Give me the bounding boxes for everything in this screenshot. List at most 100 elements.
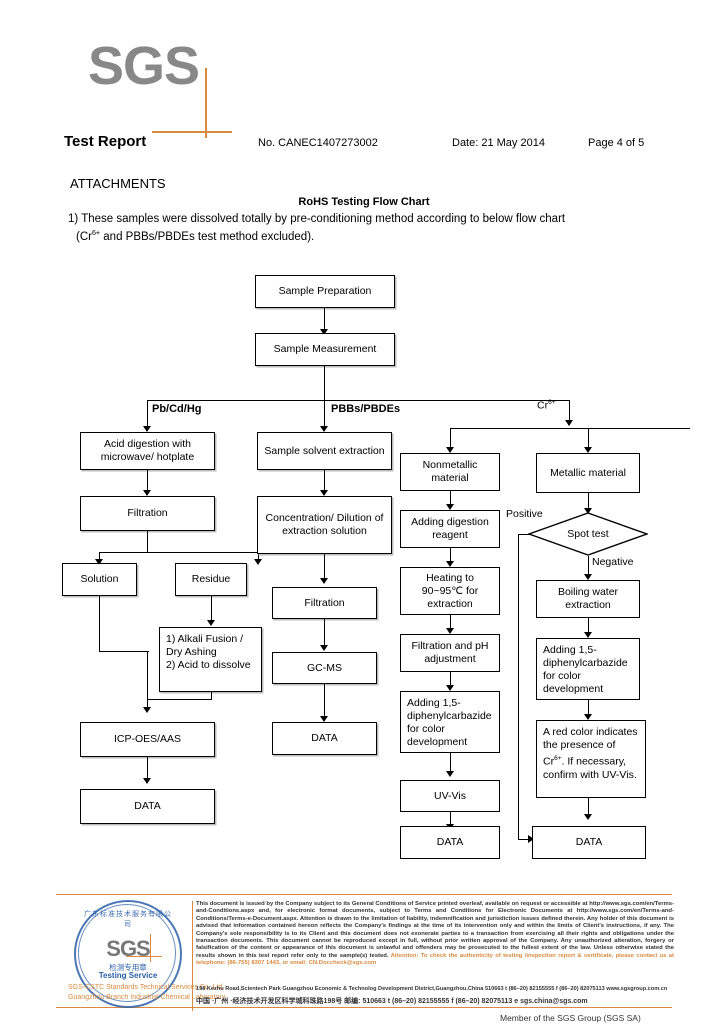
node-data-left: DATA [80, 789, 215, 824]
page-title: Test Report [64, 133, 147, 150]
connector-merge-to-icp [147, 651, 149, 711]
connector-acid-to-filtration [147, 470, 149, 494]
arrow-gcms-to-data [320, 716, 328, 722]
branch-label-cr6: Cr6+ [537, 399, 556, 412]
arrow-drop-pbbs [320, 426, 328, 432]
connector-gcms-to-data [324, 684, 326, 720]
seal-cross-horizontal [126, 956, 162, 958]
footer-top-rule [56, 894, 672, 896]
arrow-merge-to-icp [143, 707, 151, 713]
node-sample-solvent-extraction: Sample solvent extraction [257, 432, 392, 470]
node-adding-dpc-left: Adding 1,5-diphenylcarbazide for color d… [400, 691, 500, 753]
spot-test-label: Spot test [567, 528, 609, 540]
arrow-reagent-to-heating [446, 561, 454, 567]
seal-inner-ring [78, 904, 176, 1002]
connector-filtration-split [99, 552, 259, 554]
connector-dpc-to-redcolor [588, 700, 590, 718]
node-adding-digestion-reagent: Adding digestion reagent [400, 510, 500, 548]
connector-prep-to-measure [324, 308, 326, 333]
logo-vertical-rule [205, 68, 207, 138]
note-line-1: 1) These samples were dissolved totally … [68, 213, 566, 225]
report-date: Date: 21 May 2014 [452, 137, 545, 149]
node-spot-test: Spot test [528, 512, 648, 556]
arrow-dpc-to-redcolor [584, 714, 592, 720]
seal-sgs-text: SGS [106, 936, 150, 961]
connector-residue-to-alkali [211, 596, 213, 624]
arrow-dpc-to-uvvis [446, 771, 454, 777]
node-metallic-material: Metallic material [536, 453, 640, 493]
footer-address-en: 198 Kezhu Road,Scientech Park Guangzhou … [196, 986, 668, 992]
arrow-to-solution [95, 559, 103, 565]
arrow-prep-to-measure [320, 329, 328, 335]
node-alkali-fusion: 1) Alkali Fusion / Dry Ashing 2) Acid to… [159, 627, 262, 692]
node-data-cr-metal: DATA [532, 826, 646, 859]
report-number: No. CANEC1407273002 [258, 137, 378, 149]
connector-concentration-to-filtration [324, 554, 326, 582]
connector-boiling-to-dpc [588, 618, 590, 636]
note-line-2: (Cr6+ and PBBs/PBDEs test method exclude… [76, 229, 315, 243]
sgs-logo: SGS [88, 38, 232, 138]
arrow-positive-to-data [528, 835, 534, 843]
connector-redcolor-to-data [588, 798, 590, 818]
page-number: Page 4 of 5 [588, 137, 645, 149]
connector-ph-to-dpc [450, 672, 452, 688]
connector-drop-pbbs [324, 400, 326, 430]
arrow-solvent-to-concentration [320, 490, 328, 496]
connector-solvent-to-concentration [324, 470, 326, 494]
decision-label-negative: Negative [592, 556, 634, 568]
connector-solution-right [99, 651, 149, 653]
node-gc-ms: GC-MS [272, 652, 377, 684]
node-red-color-indication: A red color indicates the presence of Cr… [536, 720, 646, 798]
connector-to-solution [99, 552, 101, 562]
connector-cr6-to-metallic [588, 428, 590, 450]
attachments-heading: ATTACHMENTS [70, 176, 166, 191]
connector-dpc-to-uvvis [450, 753, 452, 775]
footer-member-text: Member of the SGS Group (SGS SA) [500, 1013, 641, 1023]
node-adding-dpc-right: Adding 1,5-diphenylcarbazide for color d… [536, 638, 640, 700]
seal-company-line-1: SGS-CSTC Standards Technical Services Co… [68, 984, 225, 991]
footer-address-cn: 中国 ·广州 ·经济技术开发区科学城科珠路198号 邮编: 510663 t (… [196, 998, 588, 1005]
connector-icp-to-data [147, 757, 149, 782]
node-nonmetallic-material: Nonmetallic material [400, 453, 500, 491]
node-data-mid: DATA [272, 722, 377, 755]
connector-negative-down [588, 556, 590, 578]
connector-positive-to-data [518, 839, 532, 841]
sgs-testing-seal: 广东标准技术服务有限公司 SGS 检测专用章 Testing Service S… [68, 900, 225, 1008]
connector-uvvis-to-data [450, 812, 452, 827]
connector-solution-down [99, 596, 101, 652]
branch-label-pbbs-pbdes: PBBs/PBDEs [331, 403, 401, 415]
arrow-redcolor-to-data [584, 814, 592, 820]
connector-nonmetallic-to-reagent [450, 491, 452, 507]
connector-filtration-to-gcms [324, 619, 326, 649]
arrow-drop-cr6 [565, 420, 573, 426]
connector-metallic-to-spottest [588, 493, 590, 511]
node-filtration-left: Filtration [80, 496, 215, 531]
connector-filtration-trunk [147, 531, 149, 553]
node-sample-measurement: Sample Measurement [255, 333, 395, 366]
footer-attention-text[interactable]: Attention: To check the authenticity of … [196, 952, 674, 967]
arrow-to-residue [254, 559, 262, 565]
arrow-acid-to-filtration [143, 490, 151, 496]
arrow-cr6-to-nonmetallic [446, 447, 454, 453]
arrow-ph-to-dpc [446, 685, 454, 691]
arrow-boiling-to-dpc [584, 632, 592, 638]
arrow-negative-to-boiling [584, 574, 592, 580]
node-acid-digestion: Acid digestion with microwave/ hotplate [80, 432, 215, 470]
arrow-heating-to-ph [446, 628, 454, 634]
node-filtration-ph-adjustment: Filtration and pH adjustment [400, 634, 500, 672]
flow-chart-title: RoHS Testing Flow Chart [298, 196, 430, 208]
arrow-concentration-to-filtration [320, 578, 328, 584]
arrow-drop-pbcdhg [143, 426, 151, 432]
seal-arc-text: 广东标准技术服务有限公司 [84, 911, 172, 928]
connector-heating-to-ph [450, 615, 452, 631]
connector-reagent-to-heating [450, 548, 452, 564]
logo-horizontal-rule [152, 131, 232, 133]
seal-chinese-text: 检测专用章 [109, 963, 147, 972]
arrow-nonmetallic-to-reagent [446, 504, 454, 510]
seal-english-text: Testing Service [98, 971, 158, 980]
connector-to-residue [258, 552, 260, 562]
seal-cross-vertical [150, 934, 152, 962]
arrow-residue-to-alkali [207, 620, 215, 626]
